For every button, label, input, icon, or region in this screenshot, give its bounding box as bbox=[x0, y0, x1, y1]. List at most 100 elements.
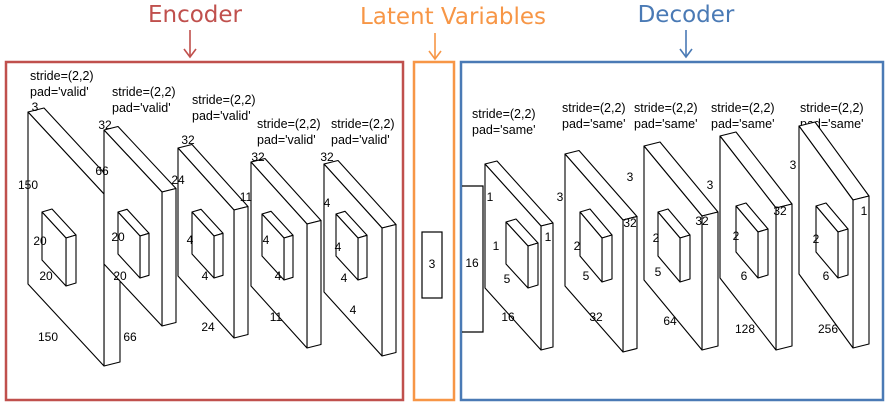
encoder-block-2-height: 66 bbox=[95, 164, 109, 178]
decoder-block-1-kernel-front bbox=[527, 242, 539, 289]
dec-anno-1-stride: stride=(2,2) bbox=[472, 107, 536, 121]
latent-value: 3 bbox=[429, 257, 436, 271]
encoder-block-3-kernel-width: 4 bbox=[202, 269, 209, 283]
decoder-block-4-kernel-height: 2 bbox=[733, 229, 740, 243]
encoder-block-2-kernel-side bbox=[117, 211, 141, 279]
encoder-block-1-kernel-front bbox=[65, 234, 77, 287]
decoder-block-4-depth: 3 bbox=[707, 178, 714, 192]
encoder-block-4-height: 11 bbox=[240, 190, 253, 204]
encoder-annotations: stride=(2,2) pad='valid' stride=(2,2) pa… bbox=[30, 69, 395, 147]
decoder-block-5-kernel-side bbox=[815, 205, 839, 279]
decoder-input-height: 16 bbox=[465, 256, 479, 270]
decoder-block-5-front-face bbox=[852, 195, 870, 349]
decoder-frame bbox=[459, 60, 885, 402]
encoder-block-4-depth: 32 bbox=[251, 150, 265, 164]
encoder-block-5: 32 4 4 4 4 bbox=[320, 150, 397, 357]
encoder-block-1-width: 150 bbox=[38, 330, 58, 344]
encoder-block-3-depth: 32 bbox=[181, 133, 195, 147]
encoder-block-4-front-face bbox=[306, 219, 322, 349]
encoder-frame bbox=[4, 60, 405, 402]
decoder-block-4-side: 32 bbox=[773, 204, 787, 218]
encoder-blocks: 3150150202032666620203224244432111144324… bbox=[18, 100, 397, 367]
decoder-block-2-depth: 3 bbox=[557, 190, 564, 204]
encoder-block-2-width: 66 bbox=[123, 330, 137, 344]
decoder-block-4-kernel-front bbox=[757, 228, 769, 279]
decoder-block-2-side: 32 bbox=[623, 216, 637, 230]
dec-anno-2-pad: pad='same' bbox=[562, 117, 626, 131]
latent-frame bbox=[412, 60, 456, 402]
encoder-block-1-depth: 3 bbox=[32, 100, 39, 114]
decoder-block-4-kernel-side bbox=[735, 205, 759, 279]
decoder-block-2: 3 32 32 2 5 bbox=[557, 149, 638, 353]
decoder-block-4-kernel-width: 6 bbox=[741, 269, 748, 283]
encoder-block-3-height: 24 bbox=[171, 173, 185, 187]
decoder-block-1-kernel-side bbox=[505, 221, 529, 289]
decoder-block-1-depth: 1 bbox=[487, 190, 494, 204]
dec-anno-5-stride: stride=(2,2) bbox=[800, 101, 864, 115]
decoder-block-5-depth: 3 bbox=[790, 158, 797, 172]
encoder-block-2-kernel-front bbox=[139, 232, 150, 279]
decoder-input-bracket bbox=[462, 185, 484, 333]
enc-anno-5-pad: pad='valid' bbox=[331, 133, 390, 147]
encoder-block-1-height: 150 bbox=[18, 178, 38, 192]
decoder-title: Decoder bbox=[638, 2, 735, 28]
encoder-block-4-width: 11 bbox=[270, 310, 283, 324]
encoder-block-5-height: 4 bbox=[324, 196, 331, 210]
decoder-block-3-front-face bbox=[701, 211, 719, 351]
dec-anno-4-pad: pad='same' bbox=[711, 117, 775, 131]
decoder-block-3-kernel-side bbox=[657, 211, 681, 283]
decoder-block-5-kernel-width: 6 bbox=[823, 269, 830, 283]
encoder-block-5-width: 4 bbox=[350, 303, 357, 317]
encoder-block-3: 32 24 24 4 4 bbox=[171, 133, 249, 339]
decoder-block-2-width: 32 bbox=[589, 310, 603, 324]
decoder-block-3-width: 64 bbox=[663, 314, 677, 328]
dec-anno-4-stride: stride=(2,2) bbox=[711, 101, 775, 115]
decoder-block-2-kernel-width: 5 bbox=[583, 269, 590, 283]
decoder-block-5-side: 1 bbox=[861, 204, 868, 218]
decoder-block-1-width: 16 bbox=[501, 310, 515, 324]
dec-anno-1-pad: pad='same' bbox=[472, 123, 536, 137]
enc-anno-4-pad: pad='valid' bbox=[257, 133, 316, 147]
encoder-block-2-front-face bbox=[161, 187, 177, 327]
encoder-block-5-kernel-height: 4 bbox=[335, 240, 342, 254]
encoder-block-4-kernel-front bbox=[283, 234, 294, 281]
decoder-block-1-side: 1 bbox=[545, 230, 552, 244]
decoder-block-5-width: 256 bbox=[818, 322, 838, 336]
decoder-block-3-kernel-height: 2 bbox=[653, 231, 660, 245]
enc-anno-3-pad: pad='valid' bbox=[192, 109, 251, 123]
decoder-arrow bbox=[679, 30, 693, 59]
encoder-block-3-kernel-height: 4 bbox=[187, 233, 194, 247]
decoder-block-1-kernel-width: 5 bbox=[504, 272, 511, 286]
enc-anno-1-pad: pad='valid' bbox=[30, 85, 89, 99]
decoder-block-2-kernel-side bbox=[579, 211, 603, 283]
encoder-block-5-front-face bbox=[381, 223, 397, 357]
encoder-block-3-width: 24 bbox=[201, 320, 215, 334]
encoder-block-5-depth: 32 bbox=[320, 150, 334, 164]
enc-anno-5-stride: stride=(2,2) bbox=[331, 117, 395, 131]
decoder-block-3-side: 32 bbox=[695, 214, 709, 228]
decoder-block-3-kernel-width: 5 bbox=[655, 265, 662, 279]
dec-anno-3-stride: stride=(2,2) bbox=[634, 101, 698, 115]
decoder-annotations: stride=(2,2) pad='same' stride=(2,2) pad… bbox=[472, 101, 864, 137]
enc-anno-2-pad: pad='valid' bbox=[112, 101, 171, 115]
dec-anno-2-stride: stride=(2,2) bbox=[562, 101, 626, 115]
encoder-block-3-kernel-front bbox=[213, 232, 224, 279]
decoder-block-5-kernel-front bbox=[837, 228, 849, 279]
decoder-block-2-kernel-height: 2 bbox=[574, 239, 581, 253]
encoder-title: Encoder bbox=[148, 2, 243, 28]
encoder-block-1-kernel-width: 20 bbox=[39, 269, 53, 283]
enc-anno-4-stride: stride=(2,2) bbox=[257, 117, 321, 131]
encoder-block-2-kernel-height: 20 bbox=[111, 230, 125, 244]
latent-title: Latent Variables bbox=[360, 4, 546, 30]
encoder-block-5-kernel-width: 4 bbox=[341, 271, 348, 285]
decoder-block-2-front-face bbox=[622, 215, 638, 353]
latent-box bbox=[421, 231, 443, 299]
